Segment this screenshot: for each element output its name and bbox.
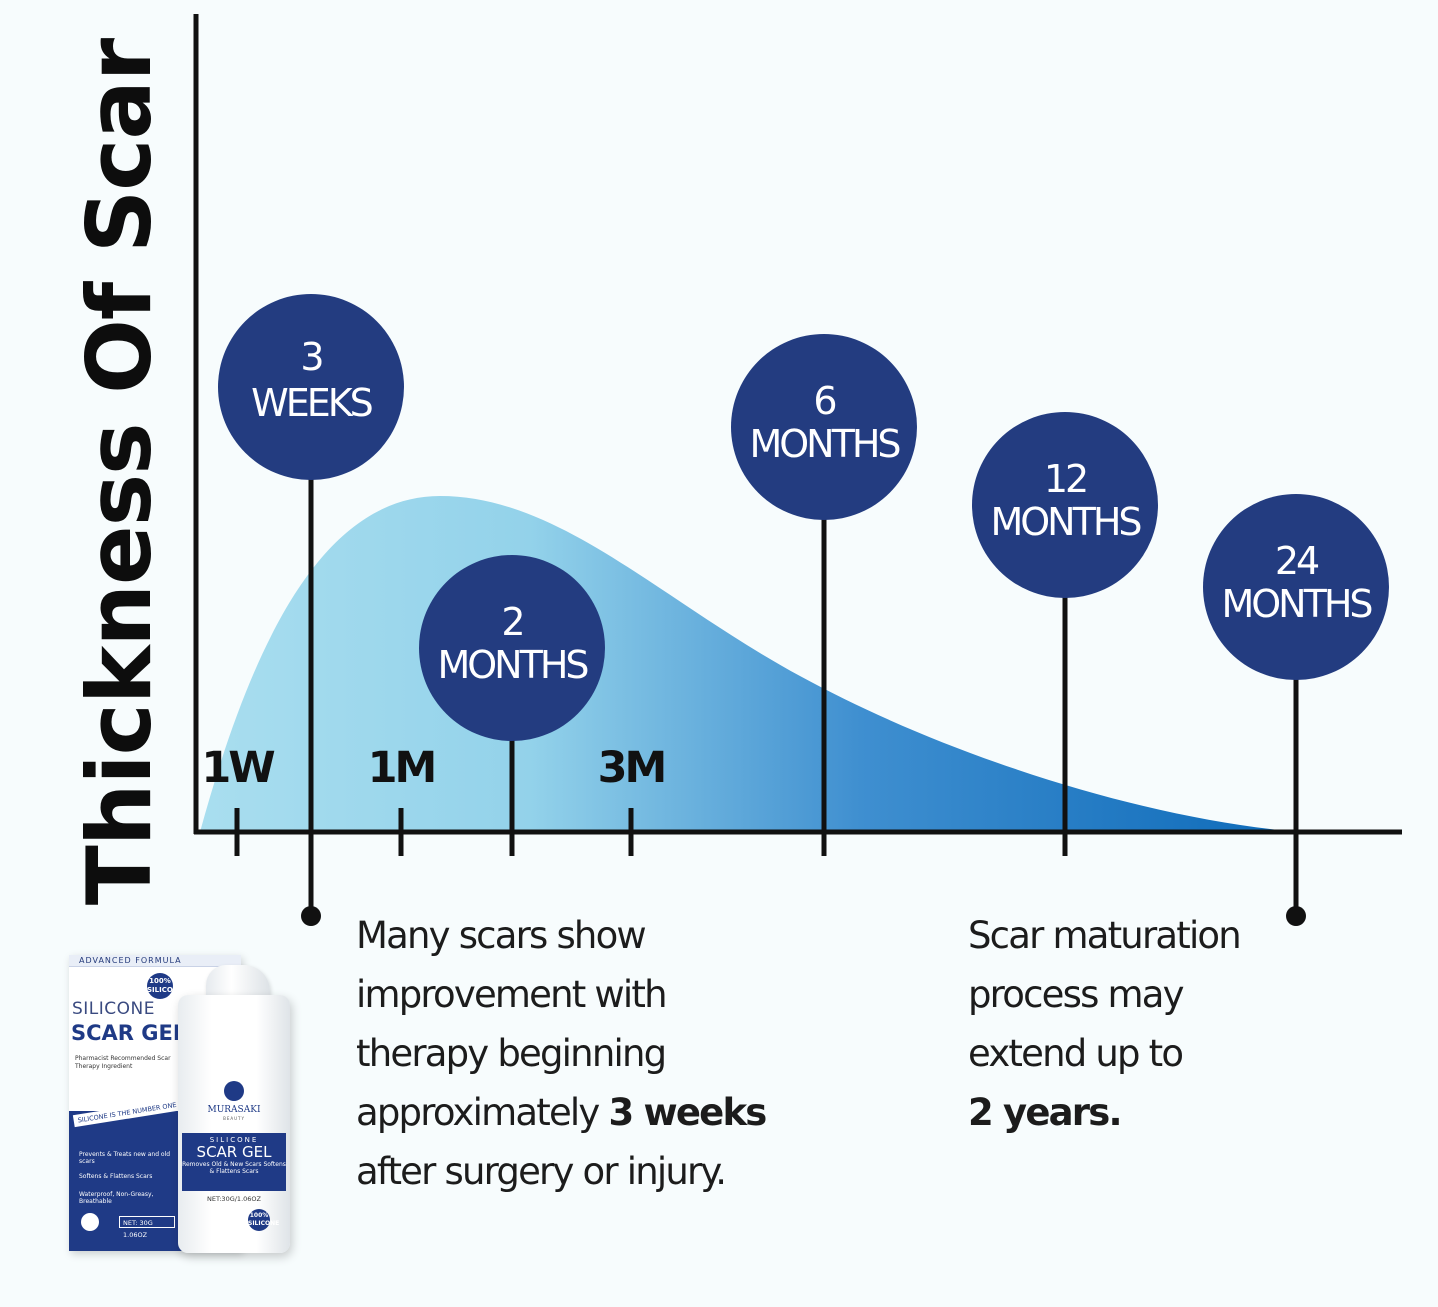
box-net-weight: NET: 30G 1.06OZ: [119, 1216, 175, 1239]
box-pharmacist-text: Pharmacist Recommended Scar Therapy Ingr…: [75, 1055, 171, 1070]
milestone-2-months: 2 MONTHS: [419, 555, 605, 856]
caption-line: improvement with: [356, 973, 668, 1016]
box-silicone-badge: 100% SILICONE: [147, 973, 183, 999]
product-bottle: MURASAKI BEAUTY SILICONE SCAR GEL Remove…: [178, 995, 290, 1253]
box-name-2: SCAR GEL: [71, 1021, 187, 1045]
caption-line: Many scars show: [356, 914, 647, 957]
milestone-unit: WEEKS: [251, 381, 372, 425]
milestone-number: 24: [1275, 539, 1319, 583]
caption-left: Many scars show improvement with therapy…: [356, 906, 767, 1201]
x-tick-label-1w: 1W: [201, 743, 275, 793]
bottle-label-line: Removes Old & New Scars Softens & Flatte…: [182, 1161, 286, 1175]
milestone-unit: MONTHS: [437, 643, 587, 687]
bottle-brand: MURASAKI: [207, 1105, 261, 1115]
brand-logo-icon: [224, 1081, 244, 1101]
caption-highlight: 3 weeks: [608, 1091, 767, 1134]
product-image: ADVANCED FORMULA 100% SILICONE SILICONE …: [66, 955, 296, 1267]
milestone-number: 12: [1044, 457, 1086, 501]
caption-line: 2 years.: [968, 1083, 1240, 1142]
milestone-circle: [972, 412, 1158, 598]
caption-line: Scar maturation: [968, 914, 1242, 957]
box-feature: Waterproof, Non-Greasy, Breathable: [79, 1191, 154, 1205]
milestone-3-weeks: 3 WEEKS: [218, 294, 404, 926]
box-logo-icon: [81, 1213, 99, 1231]
milestone-unit: MONTHS: [749, 422, 899, 466]
milestone-circle: [731, 334, 917, 520]
milestone-unit: MONTHS: [1221, 582, 1371, 626]
milestone-number: 2: [501, 600, 522, 644]
box-feature: Softens & Flattens Scars: [79, 1173, 153, 1180]
bottle-label: SILICONE SCAR GEL Removes Old & New Scar…: [182, 1133, 286, 1191]
bottle-label-line: SILICONE: [209, 1136, 259, 1144]
bottle-label-line: SCAR GEL: [196, 1143, 272, 1161]
x-tick-label-1m: 1M: [368, 743, 435, 793]
x-tick-label-3m: 3M: [598, 743, 665, 793]
caption-line: extend up to: [968, 1032, 1184, 1075]
caption-highlight: 2 years.: [968, 1091, 1123, 1134]
caption-line: approximately 3 weeks: [356, 1083, 767, 1142]
caption-line: process may: [968, 973, 1185, 1016]
box-name-1: SILICONE: [72, 999, 155, 1019]
milestone-unit: MONTHS: [990, 500, 1140, 544]
box-top-label: ADVANCED FORMULA: [69, 955, 241, 967]
milestone-circle: [419, 555, 605, 741]
bottle-silicone-badge: 100% SILICONE: [248, 1209, 279, 1231]
caption-line: therapy beginning: [356, 1032, 667, 1075]
bottle-net-weight: NET:30G/1.06OZ: [207, 1195, 261, 1203]
x-ticks: 1W 1M 3M: [201, 743, 667, 856]
milestone-number: 3: [300, 335, 322, 379]
milestone-pin-dot: [1286, 906, 1306, 926]
milestone-12-months: 12 MONTHS: [972, 412, 1158, 856]
milestone-circle: [1203, 494, 1389, 680]
milestone-number: 6: [813, 379, 835, 423]
milestone-circle: [218, 294, 404, 480]
caption-text: approximately: [356, 1091, 609, 1134]
bottle-brand-sub: BEAUTY: [223, 1116, 245, 1121]
box-feature: Prevents & Treats new and old scars: [79, 1151, 171, 1165]
milestone-24-months: 24 MONTHS: [1203, 494, 1389, 926]
milestone-6-months: 6 MONTHS: [731, 334, 917, 856]
caption-right: Scar maturation process may extend up to…: [968, 906, 1242, 1142]
milestone-pin-dot: [301, 906, 321, 926]
y-axis-title: Thickness Of Scar: [68, 37, 171, 905]
caption-line: after surgery or injury.: [356, 1150, 727, 1193]
